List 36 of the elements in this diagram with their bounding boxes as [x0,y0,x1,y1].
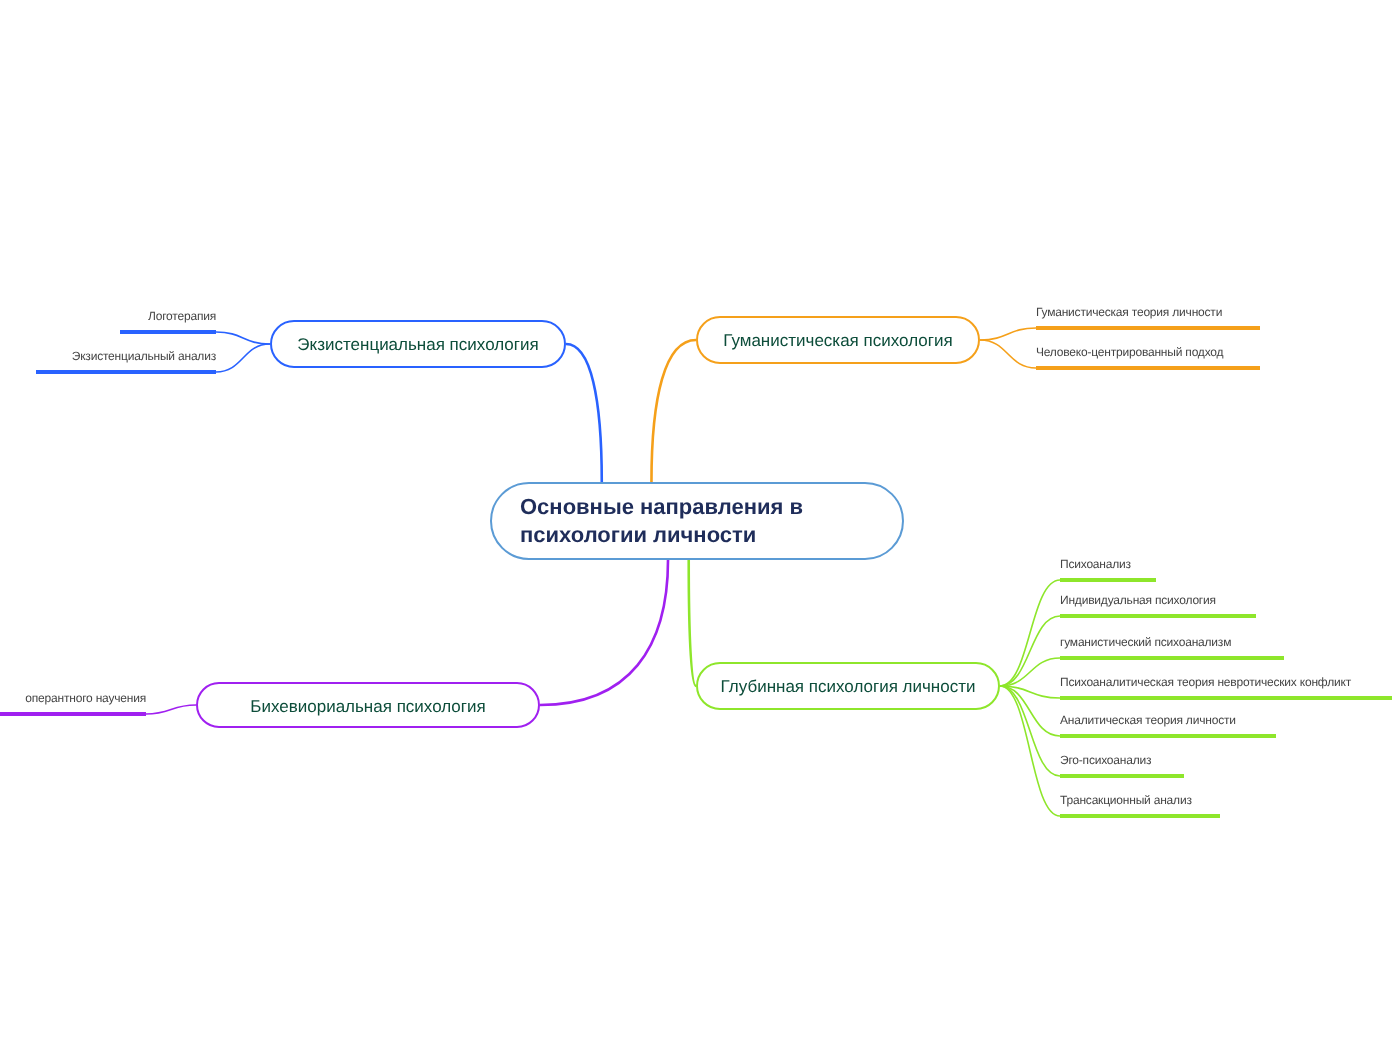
central-topic [490,482,904,560]
main-topic [696,662,1000,710]
connector-line [999,685,1061,817]
connector-line [999,685,1061,777]
connector-line [999,579,1061,687]
central-topic-label: Основные направления в психологии личности [520,493,805,549]
connector-line [650,338,697,482]
main-topic [196,682,540,728]
main-topic-label: Глубинная психология личности [720,676,976,696]
subtopic-underline [1060,754,1184,778]
connector-line [539,559,670,707]
connector-line [979,339,1037,369]
connector-line [215,331,271,345]
connector-line [687,560,698,687]
connector-line [565,342,604,482]
connector-line [215,343,271,373]
connector-line [145,704,197,715]
subtopic-underline [1060,794,1220,818]
main-topic [270,320,566,368]
subtopic-underline [1036,306,1260,330]
connector-line [999,615,1061,687]
main-topic-label: Бихевиориальная психология [250,695,486,715]
subtopic-underline [120,310,216,334]
subtopic-underline [1060,594,1256,618]
subtopic-underline [36,350,216,374]
connector-line [999,685,1061,699]
subtopic-underline [1036,346,1260,370]
main-topic [696,316,980,364]
subtopic-underline [0,692,146,716]
subtopic-underline [1060,676,1392,700]
connector-line [979,327,1037,341]
main-topic-label: Гуманистическая психология [723,330,953,350]
subtopic-underline [1060,558,1156,582]
subtopic-underline [1060,714,1276,738]
subtopic-underline [1060,636,1284,660]
main-topic-label: Экзистенциальная психология [297,334,539,354]
